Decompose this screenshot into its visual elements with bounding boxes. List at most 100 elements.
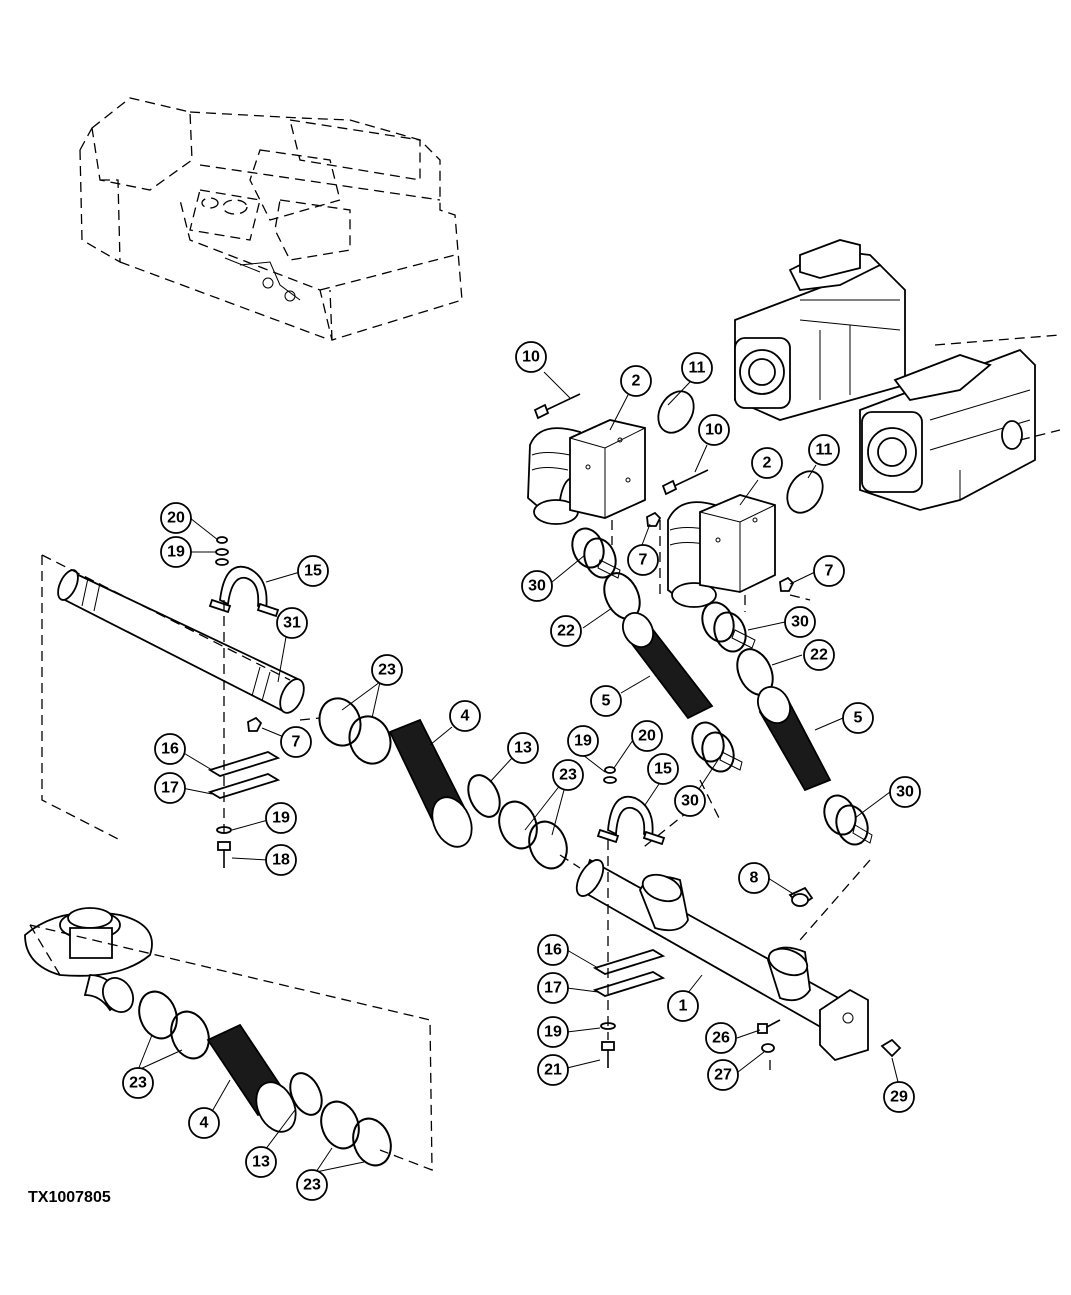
callout-22-upper: 22 <box>550 615 582 647</box>
svg-text:7: 7 <box>639 552 648 569</box>
svg-text:13: 13 <box>514 740 532 757</box>
callout-19-upper: 19 <box>160 536 192 568</box>
svg-text:19: 19 <box>544 1024 562 1041</box>
flex-hose-middle <box>388 718 473 848</box>
svg-text:23: 23 <box>129 1075 147 1092</box>
hose-clamps-lower-right <box>823 794 873 846</box>
callout-7-upper: 7 <box>627 544 659 576</box>
callout-19-right: 19 <box>567 725 599 757</box>
hose-clamp-23h <box>352 1117 392 1167</box>
nut-right <box>604 766 616 774</box>
clamp-plate-left <box>207 773 281 799</box>
callout-21: 21 <box>537 1054 569 1086</box>
hose-clamp-23c <box>498 800 538 850</box>
svg-text:26: 26 <box>712 1030 730 1047</box>
o-ring-lower <box>786 470 824 514</box>
svg-text:22: 22 <box>810 647 828 664</box>
callout-30-lower-left: 30 <box>674 785 706 817</box>
hose-clamp-23a <box>318 697 362 747</box>
callout-16-right: 16 <box>537 934 569 966</box>
callout-31: 31 <box>276 607 308 639</box>
svg-text:18: 18 <box>272 852 290 869</box>
svg-text:16: 16 <box>161 741 179 758</box>
callout-2-upper: 2 <box>620 365 652 397</box>
lock-washer-bracket <box>761 1043 775 1053</box>
svg-text:2: 2 <box>763 455 772 472</box>
svg-text:17: 17 <box>161 780 179 797</box>
mounting-strap-right <box>596 795 666 846</box>
nut-upper-left <box>216 536 228 544</box>
callout-4-middle: 4 <box>449 700 481 732</box>
svg-text:8: 8 <box>750 870 759 887</box>
gear-clamp-lower <box>289 1072 323 1116</box>
clamp-plate-right <box>592 971 666 997</box>
svg-text:23: 23 <box>559 767 577 784</box>
callout-23-lower-right: 23 <box>296 1169 328 1201</box>
callout-10-upper: 10 <box>515 341 547 373</box>
svg-text:21: 21 <box>544 1062 562 1079</box>
hose-clamps-upper-right <box>701 601 756 653</box>
hose-clamps-upper-left <box>571 527 621 579</box>
svg-text:4: 4 <box>461 708 470 725</box>
callout-19-lower: 19 <box>537 1016 569 1048</box>
svg-text:17: 17 <box>544 980 562 997</box>
svg-text:4: 4 <box>200 1115 209 1132</box>
callout-23-lower-left: 23 <box>122 1067 154 1099</box>
svg-text:7: 7 <box>292 734 301 751</box>
callout-23-right: 23 <box>552 759 584 791</box>
callout-2-lower: 2 <box>751 447 783 479</box>
svg-text:27: 27 <box>714 1067 732 1084</box>
lock-nut-upper <box>646 511 662 527</box>
callout-10-lower: 10 <box>698 414 730 446</box>
callout-11-lower: 11 <box>808 434 840 466</box>
hose-clamp-23b <box>348 715 392 765</box>
svg-text:30: 30 <box>681 793 699 810</box>
svg-text:31: 31 <box>283 615 301 632</box>
svg-text:30: 30 <box>896 784 914 801</box>
callout-15-right: 15 <box>647 753 679 785</box>
svg-text:5: 5 <box>854 710 863 727</box>
bolt-left <box>217 841 231 868</box>
callout-13-lower: 13 <box>245 1146 277 1178</box>
callout-18: 18 <box>265 844 297 876</box>
svg-text:10: 10 <box>522 349 540 366</box>
svg-text:2: 2 <box>632 373 641 390</box>
svg-text:15: 15 <box>304 563 322 580</box>
callout-29: 29 <box>883 1081 915 1113</box>
pipe-plug <box>788 886 814 908</box>
callout-22-right: 22 <box>803 639 835 671</box>
callout-8: 8 <box>738 862 770 894</box>
cap-screw-lower <box>661 469 709 496</box>
elbow-adapter-upper <box>527 427 583 525</box>
svg-text:19: 19 <box>574 733 592 750</box>
callout-13-middle: 13 <box>507 732 539 764</box>
svg-text:23: 23 <box>378 662 396 679</box>
lock-nut-right <box>779 576 795 592</box>
callout-30-lower-right: 30 <box>889 776 921 808</box>
callout-27: 27 <box>707 1059 739 1091</box>
svg-text:19: 19 <box>167 544 185 561</box>
mounting-strap-upper <box>208 565 280 618</box>
excavator-overview-illustration <box>79 97 463 341</box>
suction-manifold <box>575 858 869 1062</box>
washer-upper-left <box>215 558 229 566</box>
svg-text:7: 7 <box>825 563 834 580</box>
cap-screw-upper <box>533 393 581 420</box>
callout-20-upper: 20 <box>160 502 192 534</box>
lock-washer-upper-left <box>215 548 229 556</box>
callout-20-right: 20 <box>631 720 663 752</box>
callout-5-left: 5 <box>590 685 622 717</box>
flex-hose-right <box>757 686 832 792</box>
callout-17-left: 17 <box>154 772 186 804</box>
flex-hose-lower <box>206 1023 297 1133</box>
hose-clamp-23d <box>528 820 568 870</box>
suction-tube <box>57 569 305 714</box>
spacer-plate-left <box>207 751 281 777</box>
callout-30-upper-left: 30 <box>521 570 553 602</box>
svg-text:11: 11 <box>816 442 833 459</box>
callout-4-lower: 4 <box>188 1107 220 1139</box>
callout-16-left: 16 <box>154 733 186 765</box>
gear-clamp-middle <box>467 774 501 818</box>
hose-clamps-lower-left <box>691 721 743 773</box>
